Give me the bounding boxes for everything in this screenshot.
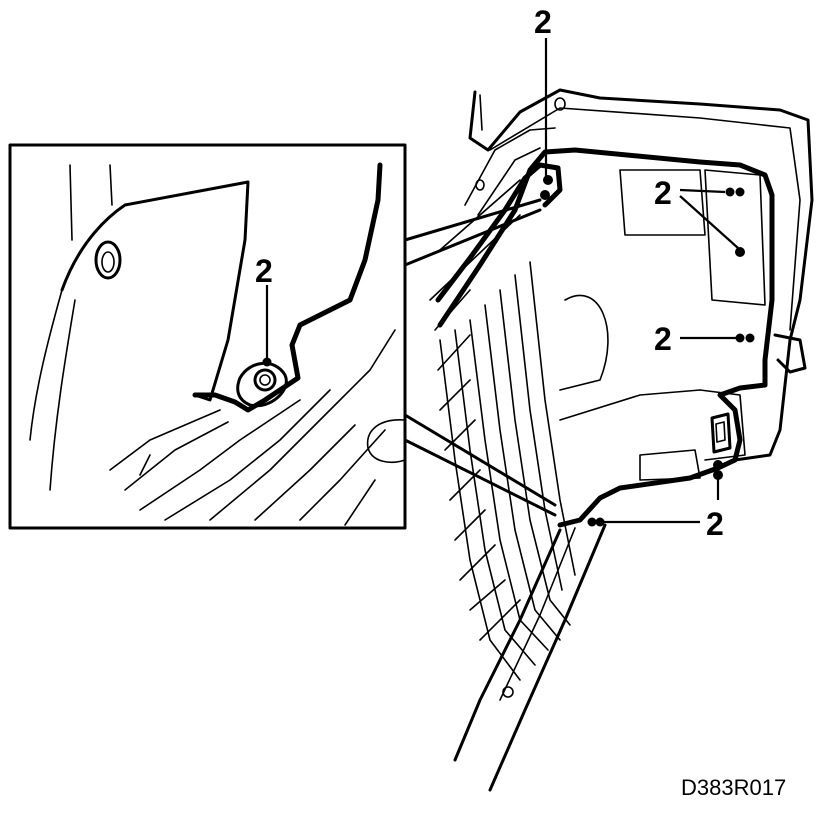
figure-id: D383R017 [681,775,786,800]
callout-right-upper: 2 [654,175,672,211]
clip-bottom-right [713,460,723,470]
clip-right-middle-a [735,333,745,343]
clip-right-upper-c [735,247,745,257]
callout-top: 2 [534,4,552,40]
door-panel [429,88,814,792]
leader-lines [544,38,739,524]
callout-right-middle: 2 [654,321,672,357]
clip-bottom-left-b [595,517,605,527]
callout-inset: 2 [255,253,273,289]
clip-right-upper-b [735,187,745,197]
inset-clip [253,368,277,392]
clip-bottom-left-a [587,517,597,527]
clip-bottom-right-2 [713,470,723,480]
inset-detail [8,143,557,530]
harness-clips [540,175,755,527]
clip-top-2 [540,190,550,200]
wiring-harness [435,147,775,528]
inset-hole [94,240,122,280]
clip-top [543,175,553,185]
clip-right-upper-a [725,187,735,197]
inset-frame [8,143,407,530]
clip-right-middle-b [745,333,755,343]
callout-bottom-right: 2 [706,506,724,542]
